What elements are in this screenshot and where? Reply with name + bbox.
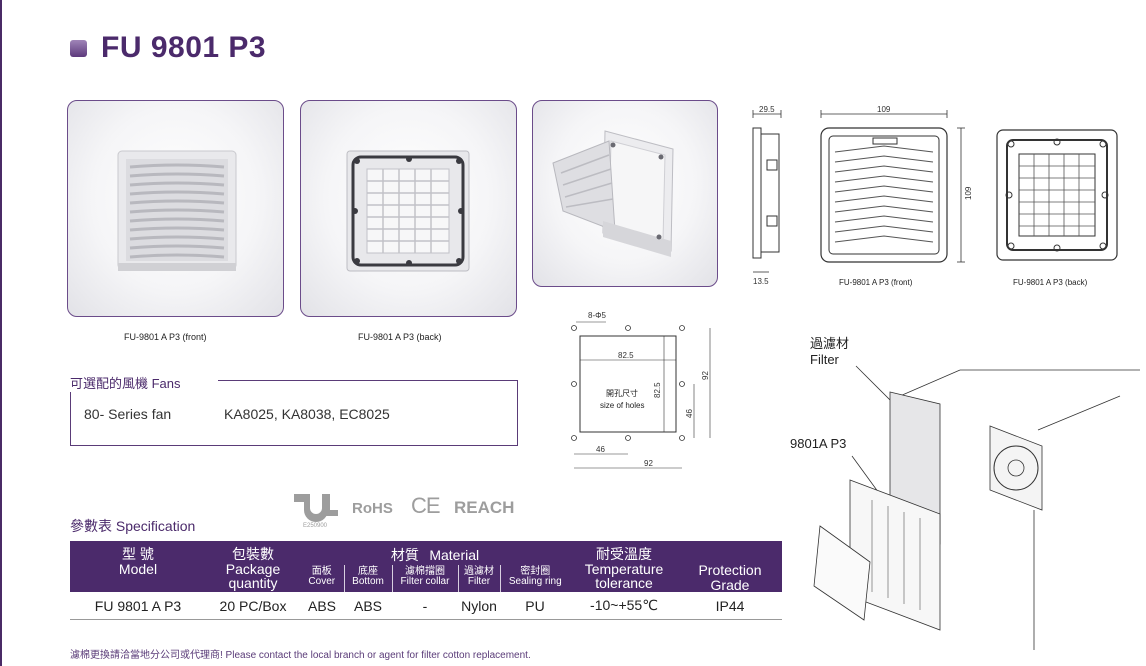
inner-width-label: 82.5 xyxy=(618,351,634,360)
filter-back-illustration xyxy=(346,150,470,272)
cell-package: 20 PC/Box xyxy=(206,592,300,620)
exploded-view: 過濾材 Filter 9801A P3 xyxy=(780,330,1140,655)
rohs-logo: RoHS xyxy=(352,500,393,517)
filter-front-illustration xyxy=(117,150,237,271)
hole-size-en: size of holes xyxy=(600,401,644,410)
cell-bottom: ABS xyxy=(344,592,392,620)
page-title: FU 9801 P3 xyxy=(70,28,266,68)
header-sealing-ring: 密封圈 Sealing ring xyxy=(499,565,570,593)
fans-title: 可選配的風機 Fans xyxy=(70,373,187,392)
cell-collar: - xyxy=(392,592,458,620)
model-label: 9801A P3 xyxy=(790,436,846,451)
cell-protection: IP44 xyxy=(678,592,782,620)
side-depth-label: 29.5 xyxy=(759,105,775,114)
fans-box-top-line xyxy=(218,380,518,381)
holes-diagram: 8-Φ5 82.5 82.5 開孔尺寸 size of holes 46 92 … xyxy=(560,306,720,481)
photo-back xyxy=(300,100,517,317)
fans-box xyxy=(70,380,518,446)
cell-cover: ABS xyxy=(300,592,344,620)
fans-models: KA8025, KA8038, EC8025 xyxy=(224,406,390,422)
front-height-label: 109 xyxy=(964,186,973,200)
title-bullet-icon xyxy=(70,39,87,57)
header-filter-collar: 濾棉擋圈 Filter collar xyxy=(391,565,458,593)
photo-back-caption: FU-9801 A P3 (back) xyxy=(358,332,442,342)
drawing-front-caption: FU-9801 A P3 (front) xyxy=(839,278,913,287)
fans-series: 80- Series fan xyxy=(84,406,172,422)
cell-seal: PU xyxy=(500,592,570,620)
cell-filter: Nylon xyxy=(458,592,500,620)
footer-note: 濾棉更換請洽當地分公司或代理商! Please contact the loca… xyxy=(70,650,531,661)
header-cover: 面板 Cover xyxy=(300,565,344,593)
left-border xyxy=(0,0,2,666)
ul-logo xyxy=(290,490,342,535)
ul-code: E250900 xyxy=(303,523,328,529)
side-bottom-label: 13.5 xyxy=(753,277,769,286)
screw-holes-label: 8-Φ5 xyxy=(588,311,606,320)
cell-model: FU 9801 A P3 xyxy=(70,592,206,620)
photo-open xyxy=(532,100,718,287)
photo-front xyxy=(67,100,284,317)
outer-height-label: 92 xyxy=(701,371,710,380)
filter-label-en: Filter xyxy=(810,352,840,367)
spec-table: 型 號 Model 包裝數 Package quantity 材質 Materi… xyxy=(70,541,782,620)
header-protection: Protection Grade xyxy=(678,541,782,593)
filter-label-cn: 過濾材 xyxy=(810,336,849,351)
filter-open-illustration xyxy=(552,130,674,257)
cell-temperature: -10~+55℃ xyxy=(570,592,678,620)
hole-size-cn: 開孔尺寸 xyxy=(606,388,638,398)
header-filter: 過濾材 Filter xyxy=(457,565,500,593)
table-row: FU 9801 A P3 20 PC/Box ABS ABS - Nylon P… xyxy=(70,592,782,620)
back-view-drawing xyxy=(996,129,1118,261)
spec-title: 參數表 Specification xyxy=(70,518,196,534)
header-model: 型 號 Model xyxy=(70,541,206,593)
header-package: 包裝數 Package quantity xyxy=(206,541,300,593)
header-material: 材質 Material xyxy=(300,541,570,565)
half-height-label: 46 xyxy=(685,409,694,418)
front-width-label: 109 xyxy=(877,105,891,114)
inner-height-label: 82.5 xyxy=(653,382,662,398)
header-bottom: 底座 Bottom xyxy=(343,565,392,593)
drawing-back-caption: FU-9801 A P3 (back) xyxy=(1013,278,1088,287)
photo-front-caption: FU-9801 A P3 (front) xyxy=(124,332,207,342)
reach-logo: REACH xyxy=(454,498,515,517)
half-width-label: 46 xyxy=(596,445,605,454)
header-temperature: 耐受溫度 Temperature tolerance xyxy=(570,541,678,593)
ce-logo: CE xyxy=(411,493,441,518)
side-view-drawing xyxy=(752,110,782,273)
outer-width-label: 92 xyxy=(644,459,653,468)
front-view-drawing xyxy=(820,110,965,263)
technical-drawings: 29.5 13.5 109 109 FU-9801 A P3 (front) xyxy=(745,100,1125,305)
title-text: FU 9801 P3 xyxy=(101,31,267,64)
